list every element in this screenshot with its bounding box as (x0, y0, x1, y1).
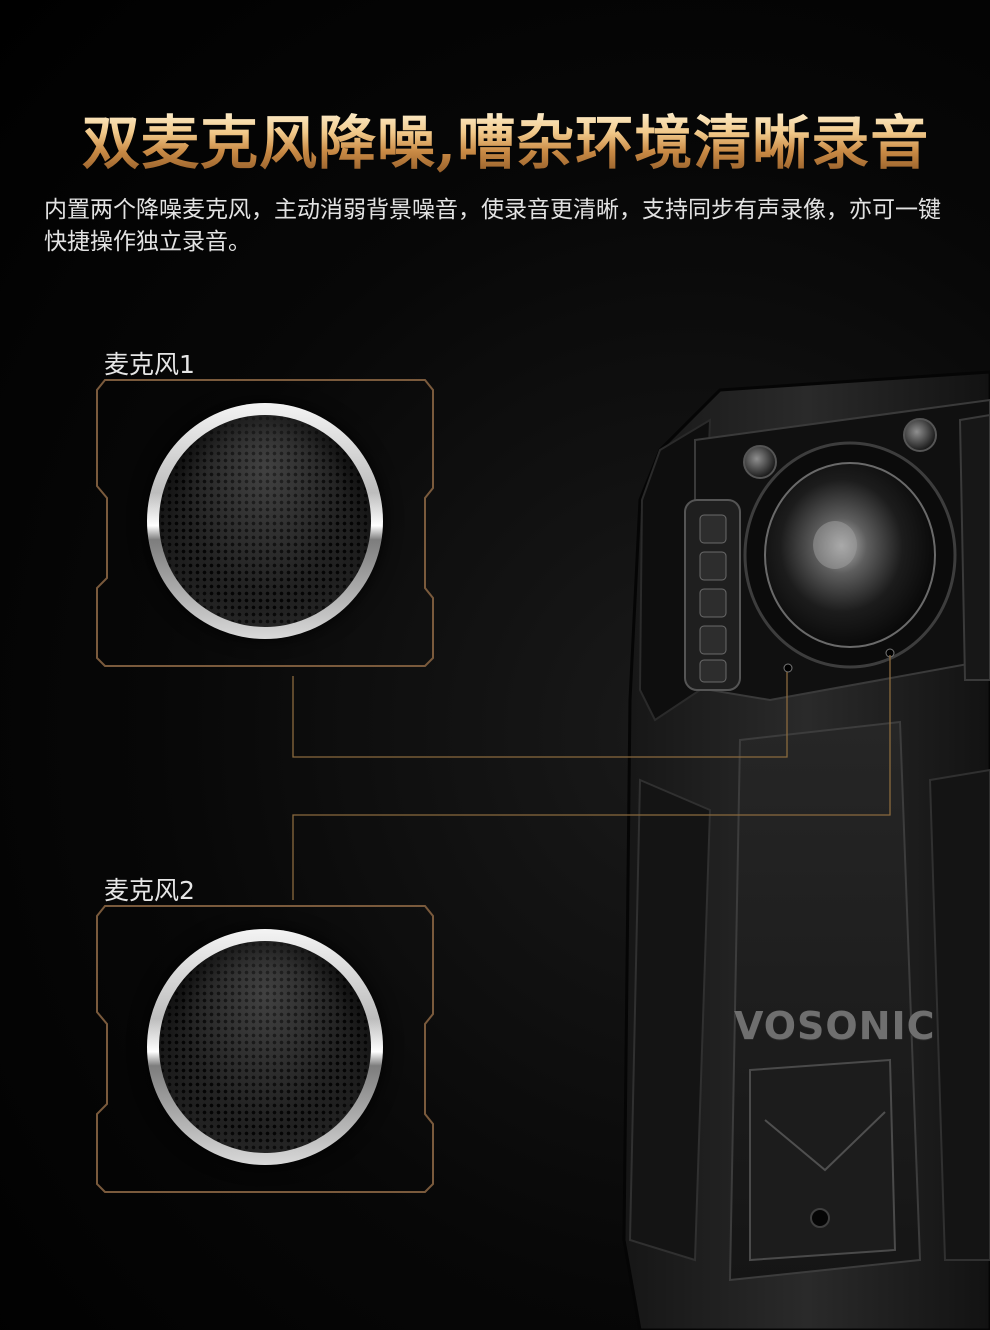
headline: 双麦克风降噪,嘈杂环境清晰录音 (82, 108, 962, 178)
feature-description: 内置两个降噪麦克风，主动消弱背景噪音，使录音更清晰，支持同步有声录像，亦可一键快… (44, 197, 941, 255)
mic-1-grille-mesh (159, 415, 371, 627)
mic-1-label: 麦克风1 (104, 350, 195, 379)
mic-2-panel (95, 904, 435, 1194)
mic-2-frame (96, 905, 434, 1193)
mic-1-frame (96, 379, 434, 667)
device-brand-logo: VOSONIC (734, 1004, 936, 1048)
body-camera-device (622, 370, 990, 1330)
mic-1-panel (95, 378, 435, 668)
mic-2-grille-mesh (159, 941, 371, 1153)
mic-2-label: 麦克风2 (104, 876, 195, 905)
